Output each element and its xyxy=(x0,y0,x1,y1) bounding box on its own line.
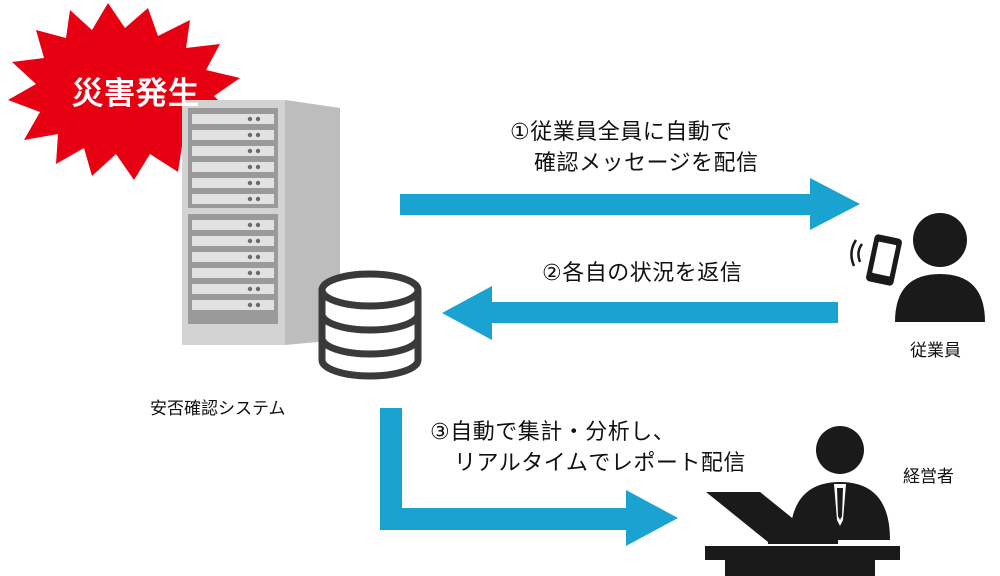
arrow-send-message xyxy=(400,178,860,230)
step3-line1: ③自動で集計・分析し、 xyxy=(430,420,676,445)
manager-label: 経営者 xyxy=(903,467,954,487)
server-tower-icon xyxy=(182,100,340,345)
smartphone-icon xyxy=(850,234,902,286)
system-label: 安否確認システム xyxy=(150,399,286,419)
employee-person-icon xyxy=(895,213,985,322)
database-icon xyxy=(318,270,422,380)
step3-line2: リアルタイムでレポート配信 xyxy=(454,450,746,476)
step1-caption: ①従業員全員に自動で 確認メッセージを配信 xyxy=(510,118,759,180)
step2-caption: ②各自の状況を返信 xyxy=(542,261,743,286)
step3-caption: ③自動で集計・分析し、 リアルタイムでレポート配信 xyxy=(430,418,746,480)
arrow-report-delivery xyxy=(380,408,678,546)
arrow-reply-status xyxy=(442,286,838,340)
employee-label: 従業員 xyxy=(910,341,961,361)
step1-line2: 確認メッセージを配信 xyxy=(534,150,759,176)
disaster-badge-label: 災害発生 xyxy=(72,76,200,112)
manager-at-desk-icon xyxy=(705,426,900,576)
step1-line1: ①従業員全員に自動で xyxy=(510,120,733,145)
